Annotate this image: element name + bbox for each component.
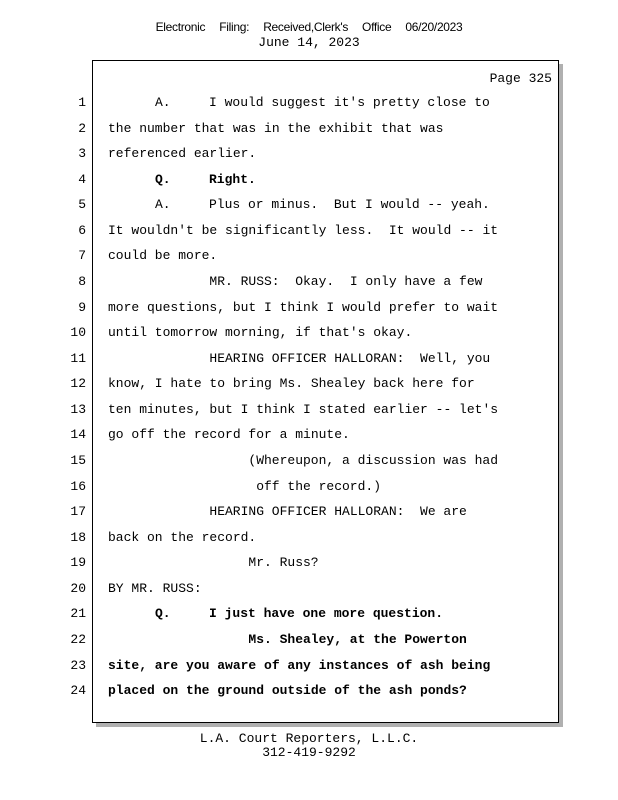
line-text: Right. bbox=[209, 171, 256, 187]
line-number: 21 bbox=[70, 606, 86, 622]
line-number: 23 bbox=[70, 657, 86, 673]
line-text: It wouldn't be significantly less. It wo… bbox=[108, 222, 499, 238]
line-text: until tomorrow morning, if that's okay. bbox=[108, 325, 413, 341]
line-text: I would suggest it's pretty close to bbox=[209, 95, 490, 110]
transcript-date: June 14, 2023 bbox=[258, 35, 360, 50]
line-number: 2 bbox=[78, 120, 86, 136]
line-number: 7 bbox=[78, 248, 86, 264]
filing-word: Office bbox=[362, 20, 392, 34]
line-number: 11 bbox=[70, 350, 86, 366]
line-text: could be more. bbox=[108, 248, 218, 264]
filing-word: Received,Clerk's bbox=[263, 20, 349, 34]
filing-date: 06/20/2023 bbox=[405, 20, 463, 34]
line-text: (Whereupon, a discussion was had bbox=[248, 452, 499, 468]
line-number: 9 bbox=[78, 299, 86, 315]
line-number: 3 bbox=[78, 146, 86, 162]
line-number: 16 bbox=[70, 478, 86, 494]
line-number: 15 bbox=[70, 452, 86, 468]
line-number: 14 bbox=[70, 427, 86, 443]
line-number: 5 bbox=[78, 197, 86, 213]
line-number: 17 bbox=[70, 504, 86, 520]
line-text: HEARING OFFICER HALLORAN: Well, you bbox=[209, 350, 491, 366]
line-number: 22 bbox=[70, 631, 86, 647]
line-text: site, are you aware of any instances of … bbox=[108, 657, 491, 673]
speaker-label: Q. bbox=[155, 171, 171, 187]
line-text: MR. RUSS: Okay. I only have a few bbox=[209, 273, 483, 289]
line-text: HEARING OFFICER HALLORAN: We are bbox=[209, 504, 467, 520]
line-number: 19 bbox=[70, 555, 86, 571]
court-reporter-company: L.A. Court Reporters, L.L.C. bbox=[199, 731, 419, 746]
filing-word: Filing: bbox=[219, 20, 250, 34]
speaker-label: A. bbox=[155, 95, 171, 110]
line-text: Plus or minus. But I would -- yeah. bbox=[209, 197, 490, 213]
speaker-label: A. bbox=[155, 197, 171, 213]
line-number: 4 bbox=[78, 171, 86, 187]
speaker-label: Q. bbox=[155, 606, 171, 622]
line-text: ten minutes, but I think I stated earlie… bbox=[108, 401, 499, 417]
line-text: off the record.) bbox=[256, 478, 382, 494]
transcript-page-frame bbox=[92, 60, 559, 723]
filing-word: Electronic bbox=[155, 20, 206, 34]
line-text: the number that was in the exhibit that … bbox=[108, 120, 444, 136]
line-number: 20 bbox=[70, 580, 86, 596]
line-text: BY MR. RUSS: bbox=[108, 580, 202, 596]
line-text: I just have one more question. bbox=[209, 606, 444, 622]
line-text: more questions, but I think I would pref… bbox=[108, 299, 499, 315]
line-number: 10 bbox=[70, 325, 86, 341]
line-number: 8 bbox=[78, 273, 86, 289]
court-reporter-phone: 312-419-9292 bbox=[262, 745, 356, 760]
page-number: Page 325 bbox=[489, 71, 552, 86]
line-number: 18 bbox=[70, 529, 86, 545]
line-number: 24 bbox=[70, 683, 86, 699]
line-number: 1 bbox=[78, 95, 86, 110]
electronic-filing-stamp: Electronic Filing: Received,Clerk's Office 0… bbox=[0, 20, 618, 34]
line-text: know, I hate to bring Ms. Shealey back h… bbox=[108, 376, 475, 392]
line-number: 12 bbox=[70, 376, 86, 392]
line-text: placed on the ground outside of the ash … bbox=[108, 683, 467, 699]
line-text: go off the record for a minute. bbox=[108, 427, 350, 443]
line-text: Mr. Russ? bbox=[248, 555, 319, 571]
line-number: 13 bbox=[70, 401, 86, 417]
line-text: back on the record. bbox=[108, 529, 257, 545]
line-number: 6 bbox=[78, 222, 86, 238]
footer: L.A. Court Reporters, L.L.C. 312-419-929… bbox=[0, 732, 618, 760]
line-text: referenced earlier. bbox=[108, 146, 257, 162]
line-text: Ms. Shealey, at the Powerton bbox=[248, 631, 467, 647]
